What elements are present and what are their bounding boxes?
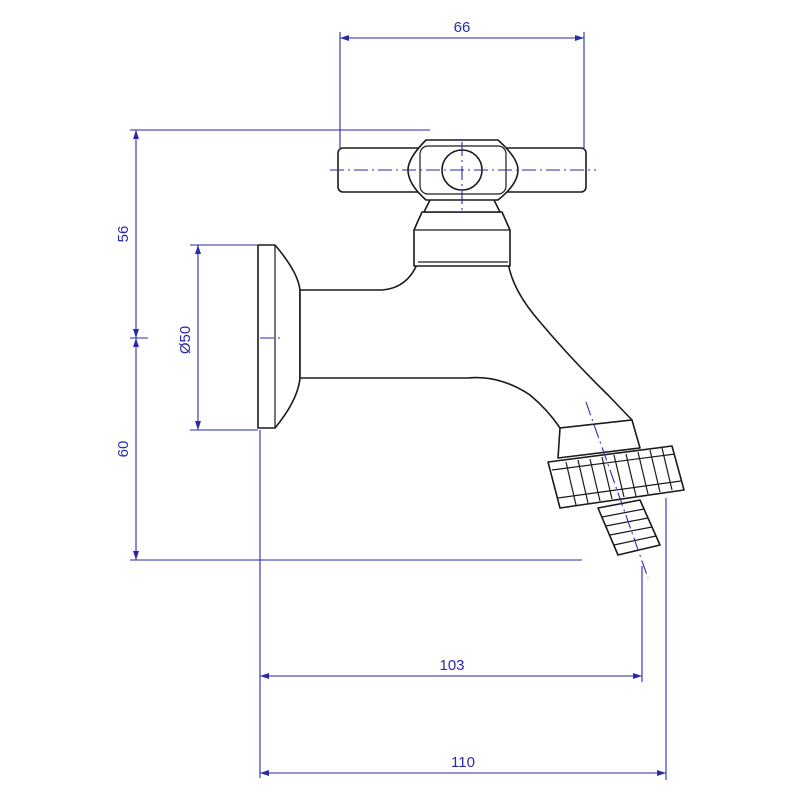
hose-union [547,419,685,509]
dim-label-total-reach: 110 [451,754,475,771]
dimension-103: 103 [259,430,643,778]
knurling [565,447,673,506]
dimension-60: 60 [115,338,582,561]
faucet-body [257,139,685,556]
valve-bonnet [413,195,511,267]
spout-body [299,261,633,429]
dimension-56: 56 [115,129,430,339]
dim-label-spout-reach: 103 [439,657,464,674]
dim-label-upper-height: 56 [115,226,132,243]
dim-label-handle-width: 66 [454,19,471,36]
dimension-110: 110 [260,498,667,780]
dimension-diameter-50: Ø50 [177,244,258,431]
wall-flange [257,244,301,429]
dim-label-flange-diameter: Ø50 [177,326,194,354]
dim-label-lower-height: 60 [115,441,132,458]
hose-nozzle [597,499,661,556]
center-lines [260,142,649,579]
dimension-66: 66 [339,19,585,148]
